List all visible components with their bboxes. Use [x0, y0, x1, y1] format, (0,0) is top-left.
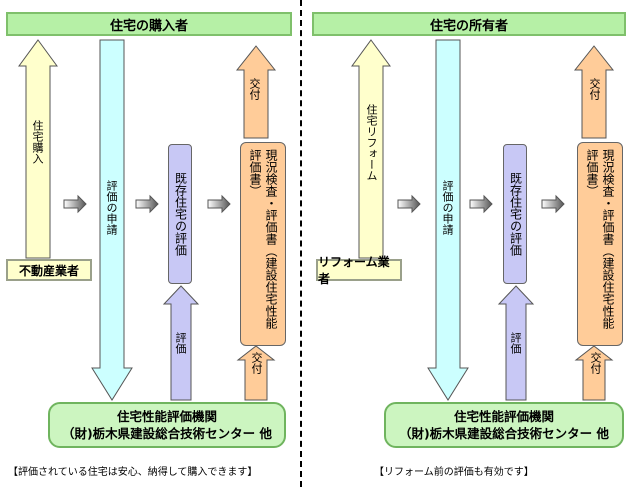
left-flow-arrow-2 [135, 194, 159, 214]
left-flow-arrow-1 [63, 194, 87, 214]
right-arrow-up-label: 住宅リフォーム [365, 104, 378, 181]
left-note: 【評価されている住宅は安心、納得して購入できます】 [8, 467, 258, 478]
right-header-text: 住宅の所有者 [429, 18, 508, 34]
left-report-box: 現況検査・評価書（建設住宅性能評価書） [240, 142, 286, 346]
right-existing-eval-text: 既存住宅の評価 [508, 172, 523, 256]
left-delivery-top-arrow [235, 45, 277, 139]
right-eval-up-arrow [497, 285, 535, 401]
left-apply-down-arrow [91, 39, 133, 401]
right-delivery-top-label: 交付 [588, 78, 601, 100]
left-flow-arrow-3 [207, 194, 231, 214]
left-apply-label: 評価の申請 [105, 180, 118, 235]
right-delivery-bottom-arrow [574, 345, 614, 401]
right-report-box: 現況検査・評価書（建設住宅性能評価書） [577, 142, 623, 346]
left-header: 住宅の購入者 [6, 12, 292, 36]
left-delivery-bottom-arrow [236, 345, 276, 401]
right-org-detail: （財)栃木県建設総合技術センター 他 [398, 426, 610, 441]
left-delivery-top-label: 交付 [248, 78, 261, 100]
dashed-divider [300, 0, 302, 487]
right-source-box: リフォーム業者 [316, 255, 402, 286]
left-existing-eval-text: 既存住宅の評価 [173, 172, 188, 256]
right-report-text: 現況検査・評価書（建設住宅性能評価書） [585, 149, 615, 329]
right-flow-arrow-3 [541, 194, 565, 214]
left-source-box: 不動産業者 [6, 259, 92, 281]
right-apply-label: 評価の申請 [441, 180, 454, 235]
left-source-text: 不動産業者 [18, 263, 79, 278]
left-org-name: 住宅性能評価機関 [116, 409, 217, 424]
left-delivery-bottom-label: 交付 [250, 352, 263, 374]
right-note: 【リフォーム前の評価も有効です】 [374, 467, 534, 478]
left-eval-up-arrow [162, 285, 200, 401]
right-flow-arrow-2 [469, 194, 493, 214]
left-purchase-up-arrow [18, 39, 58, 259]
left-arrow-up-label: 住宅購入 [31, 120, 44, 164]
left-eval-up-label: 評価 [174, 332, 187, 354]
left-existing-eval-box: 既存住宅の評価 [168, 144, 192, 284]
right-header: 住宅の所有者 [312, 12, 626, 36]
right-source-text: リフォーム業者 [318, 255, 390, 286]
right-delivery-bottom-label: 交付 [589, 352, 602, 374]
right-flow-arrow-1 [397, 194, 421, 214]
right-eval-up-label: 評価 [509, 332, 522, 354]
right-apply-down-arrow [427, 39, 469, 401]
right-delivery-top-arrow [573, 45, 615, 139]
right-existing-eval-box: 既存住宅の評価 [503, 144, 527, 284]
right-org-name: 住宅性能評価機関 [453, 409, 554, 424]
right-reform-up-arrow [351, 39, 391, 259]
left-org-detail: （財)栃木県建設総合技術センター 他 [61, 426, 273, 441]
left-report-text: 現況検査・評価書（建設住宅性能評価書） [248, 149, 278, 329]
right-org-box: 住宅性能評価機関 （財)栃木県建設総合技術センター 他 [384, 402, 624, 448]
left-header-text: 住宅の購入者 [109, 18, 188, 34]
left-org-box: 住宅性能評価機関 （財)栃木県建設総合技術センター 他 [48, 402, 286, 448]
